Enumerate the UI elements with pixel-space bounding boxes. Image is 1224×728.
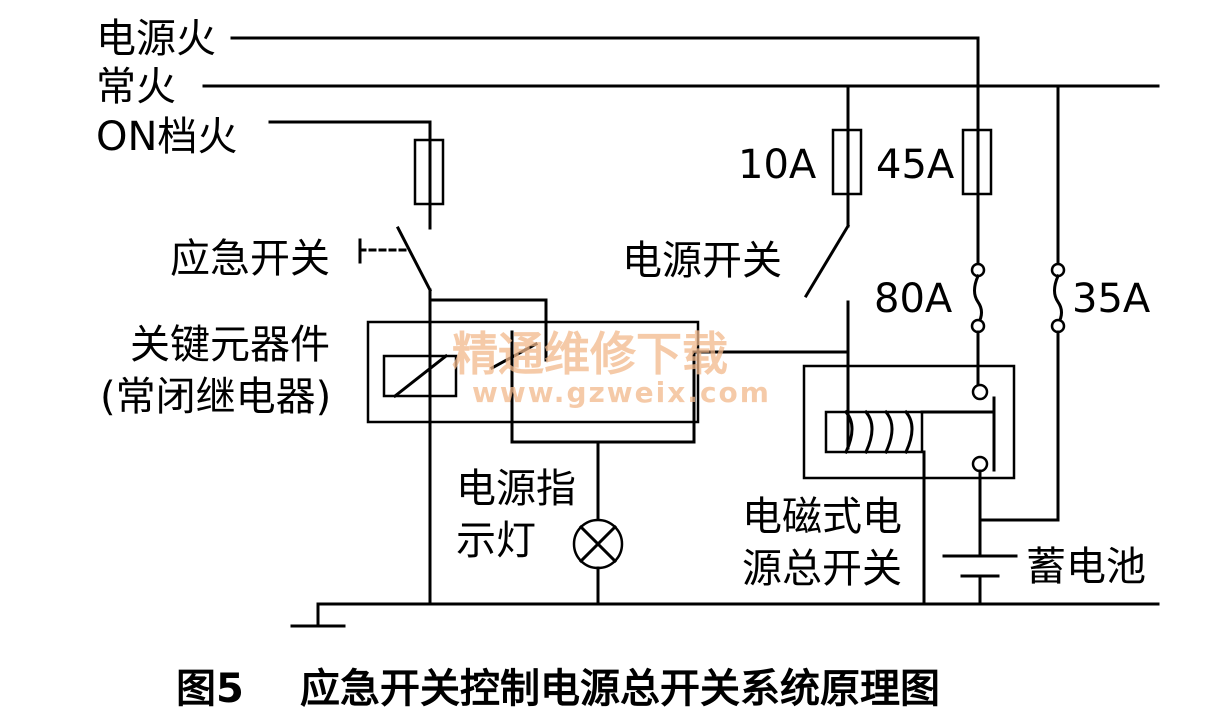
- label-constant-live: 常火: [96, 64, 176, 110]
- label-battery: 蓄电池: [1026, 544, 1146, 590]
- label-fuse-80a: 80A: [874, 276, 953, 322]
- watermark-url: www.gzweix.com: [472, 376, 771, 409]
- label-indicator-1: 电源指: [456, 466, 576, 512]
- constant-live-line: [202, 84, 1160, 272]
- ground-bus: [290, 602, 1160, 628]
- power-live-line: [230, 36, 980, 132]
- label-on-live: ON档火: [96, 114, 237, 160]
- fuse-35a: [978, 262, 1066, 522]
- fuse-10a: [831, 128, 863, 228]
- indicator-lamp-icon: [572, 518, 624, 606]
- watermark: 精通维修下载 www.gzweix.com: [452, 327, 771, 409]
- on-live-line: [268, 120, 432, 142]
- power-switch-symbol: [803, 223, 851, 450]
- label-master-switch-2: 源总开关: [742, 546, 902, 592]
- key-component-relay: [366, 298, 850, 522]
- label-power-live: 电源火: [96, 16, 216, 62]
- label-fuse-10a: 10A: [738, 142, 817, 188]
- watermark-cn: 精通维修下载: [452, 327, 728, 381]
- fuse-on-branch: [413, 138, 445, 220]
- label-power-switch: 电源开关: [622, 238, 782, 284]
- battery-icon: [942, 554, 1018, 606]
- electromagnetic-master-switch: [802, 364, 1016, 606]
- label-emergency-switch: 应急开关: [170, 236, 330, 282]
- emergency-switch-symbol: [358, 216, 433, 606]
- label-indicator-2: 示灯: [456, 518, 536, 564]
- label-fuse-35a: 35A: [1072, 276, 1151, 322]
- fuse-80a: [970, 262, 986, 386]
- label-fuse-45a: 45A: [876, 142, 955, 188]
- fuse-45a: [961, 128, 993, 272]
- label-key-component-1: 关键元器件: [130, 322, 330, 368]
- figure-number: 图5: [176, 666, 244, 712]
- label-master-switch-1: 电磁式电: [742, 494, 902, 540]
- label-key-component-2: (常闭继电器): [100, 374, 331, 420]
- figure-title: 应急开关控制电源总开关系统原理图: [300, 666, 940, 712]
